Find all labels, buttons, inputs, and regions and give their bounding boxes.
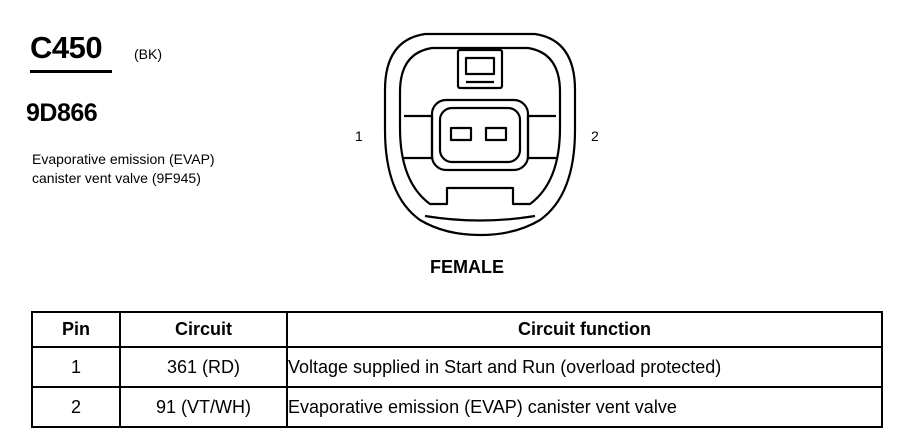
pin-table: Pin Circuit Circuit function 1 361 (RD) …	[31, 311, 883, 428]
header-circuit-function: Circuit function	[286, 311, 883, 348]
connector-id-underline	[30, 70, 112, 73]
pin-socket-2	[484, 126, 508, 142]
table-row: 2 91 (VT/WH) Evaporative emission (EVAP)…	[31, 386, 883, 428]
component-description: Evaporative emission (EVAP) canister ven…	[32, 151, 215, 186]
cell-circuit: 91 (VT/WH)	[119, 386, 288, 428]
pin-socket-1	[449, 126, 473, 142]
connector-gender: FEMALE	[430, 257, 504, 277]
cell-circuit-function: Voltage supplied in Start and Run (overl…	[286, 346, 883, 388]
connector-face-drawing	[383, 32, 577, 237]
locking-tab	[456, 48, 504, 90]
pin-label-2: 2	[591, 128, 599, 144]
cell-circuit-function: Evaporative emission (EVAP) canister ven…	[286, 386, 883, 428]
header-circuit: Circuit	[119, 311, 288, 348]
cell-circuit: 361 (RD)	[119, 346, 288, 388]
connector-id: C450	[30, 30, 103, 65]
header-pin: Pin	[31, 311, 121, 348]
inner-shroud	[398, 46, 562, 206]
table-header-row: Pin Circuit Circuit function	[31, 311, 883, 348]
cell-pin: 2	[31, 386, 121, 428]
table-row: 1 361 (RD) Voltage supplied in Start and…	[31, 346, 883, 388]
pin-cavity-body	[430, 98, 530, 172]
cell-pin: 1	[31, 346, 121, 388]
housing-outline	[383, 32, 577, 237]
connector-color: (BK)	[134, 46, 162, 62]
part-number: 9D866	[26, 99, 98, 127]
pin-label-1: 1	[355, 128, 363, 144]
